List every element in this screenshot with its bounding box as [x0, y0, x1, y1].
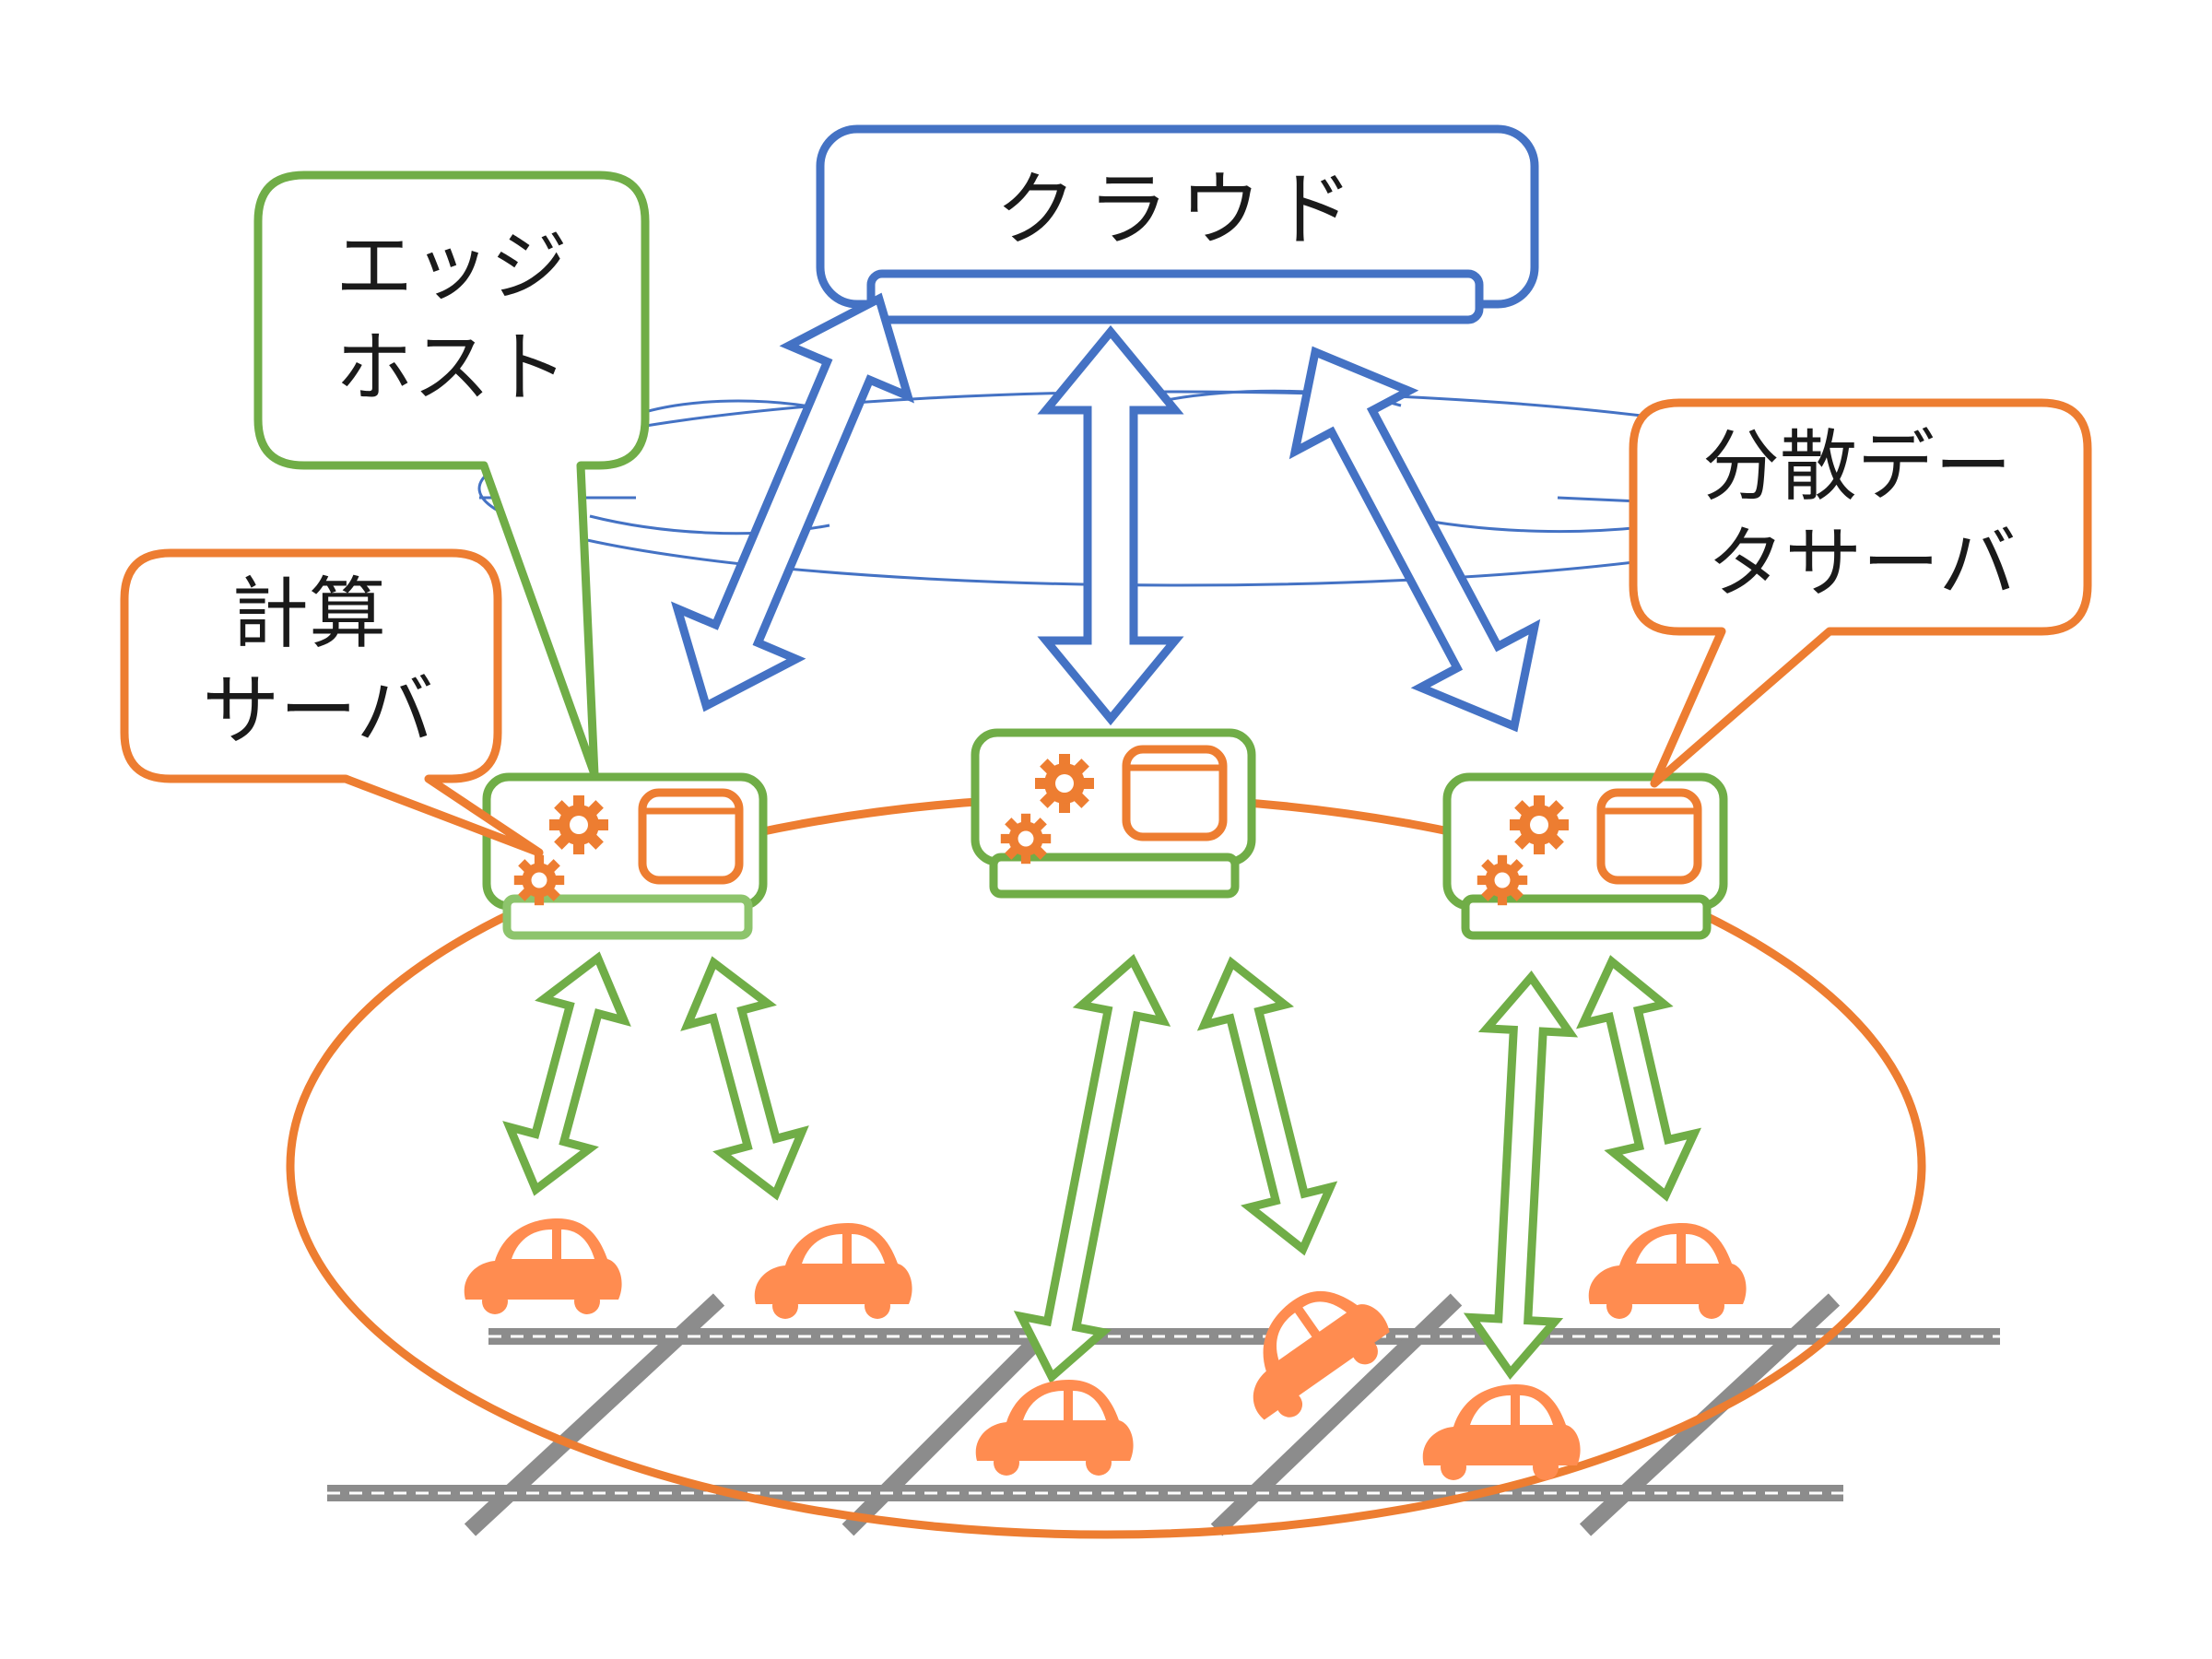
gear-icon: [1000, 813, 1052, 865]
edge-host-label-line1: エッジ: [335, 221, 568, 312]
cloud-edge-arrows: [670, 292, 1541, 733]
car-icon: [1217, 1264, 1401, 1433]
gear-icon: [513, 854, 565, 906]
arrow-edge-vehicle-6: [1576, 955, 1701, 1202]
distributed-data-server-label-line1: 分散デー: [1702, 421, 2012, 512]
arrow-edge-vehicle-5: [1463, 970, 1579, 1381]
gear-icon: [549, 795, 608, 854]
arrow-edge-vehicle-3: [1013, 954, 1171, 1383]
car-icon: [975, 1380, 1134, 1476]
road-grid: [327, 1293, 2000, 1536]
arrow-edge-vehicle-1: [502, 951, 631, 1196]
gear-icon: [1477, 854, 1528, 906]
callout-edge-host: エッジ ホスト: [253, 171, 650, 779]
callout-distributed-data-server: 分散デー タサーバ: [1629, 398, 2092, 788]
edge-host-left: [482, 772, 768, 940]
callout-compute-server: 計算 サーバ: [120, 548, 544, 857]
gear-icon: [1035, 754, 1094, 813]
car-icon: [1588, 1223, 1747, 1319]
database-icon: [638, 788, 744, 885]
gear-icon: [1510, 795, 1569, 854]
arrow-edge-vehicle-2: [680, 956, 809, 1201]
car-icon: [464, 1218, 622, 1314]
car-icon: [1422, 1384, 1581, 1480]
car-icon: [754, 1223, 912, 1319]
edge-host-center: [971, 728, 1256, 899]
distributed-data-server-label-line2: タサーバ: [1707, 518, 2016, 608]
cloud-box: クラウド: [816, 124, 1539, 324]
database-icon: [1596, 788, 1702, 885]
edge-host-right: [1442, 772, 1728, 940]
cloud-label: クラウド: [995, 162, 1364, 257]
compute-server-label-line1: 計算: [231, 569, 386, 659]
edge-host-label-line2: ホスト: [335, 323, 568, 413]
compute-server-label-line2: サーバ: [202, 665, 433, 756]
arrow-cloud-center-edge: [1037, 324, 1184, 726]
edge-vehicle-arrows: [502, 951, 1701, 1383]
arrow-edge-vehicle-4: [1196, 956, 1338, 1256]
arrow-cloud-left-edge: [670, 292, 915, 712]
database-icon: [1122, 745, 1228, 841]
arrow-cloud-right-edge: [1288, 346, 1541, 733]
